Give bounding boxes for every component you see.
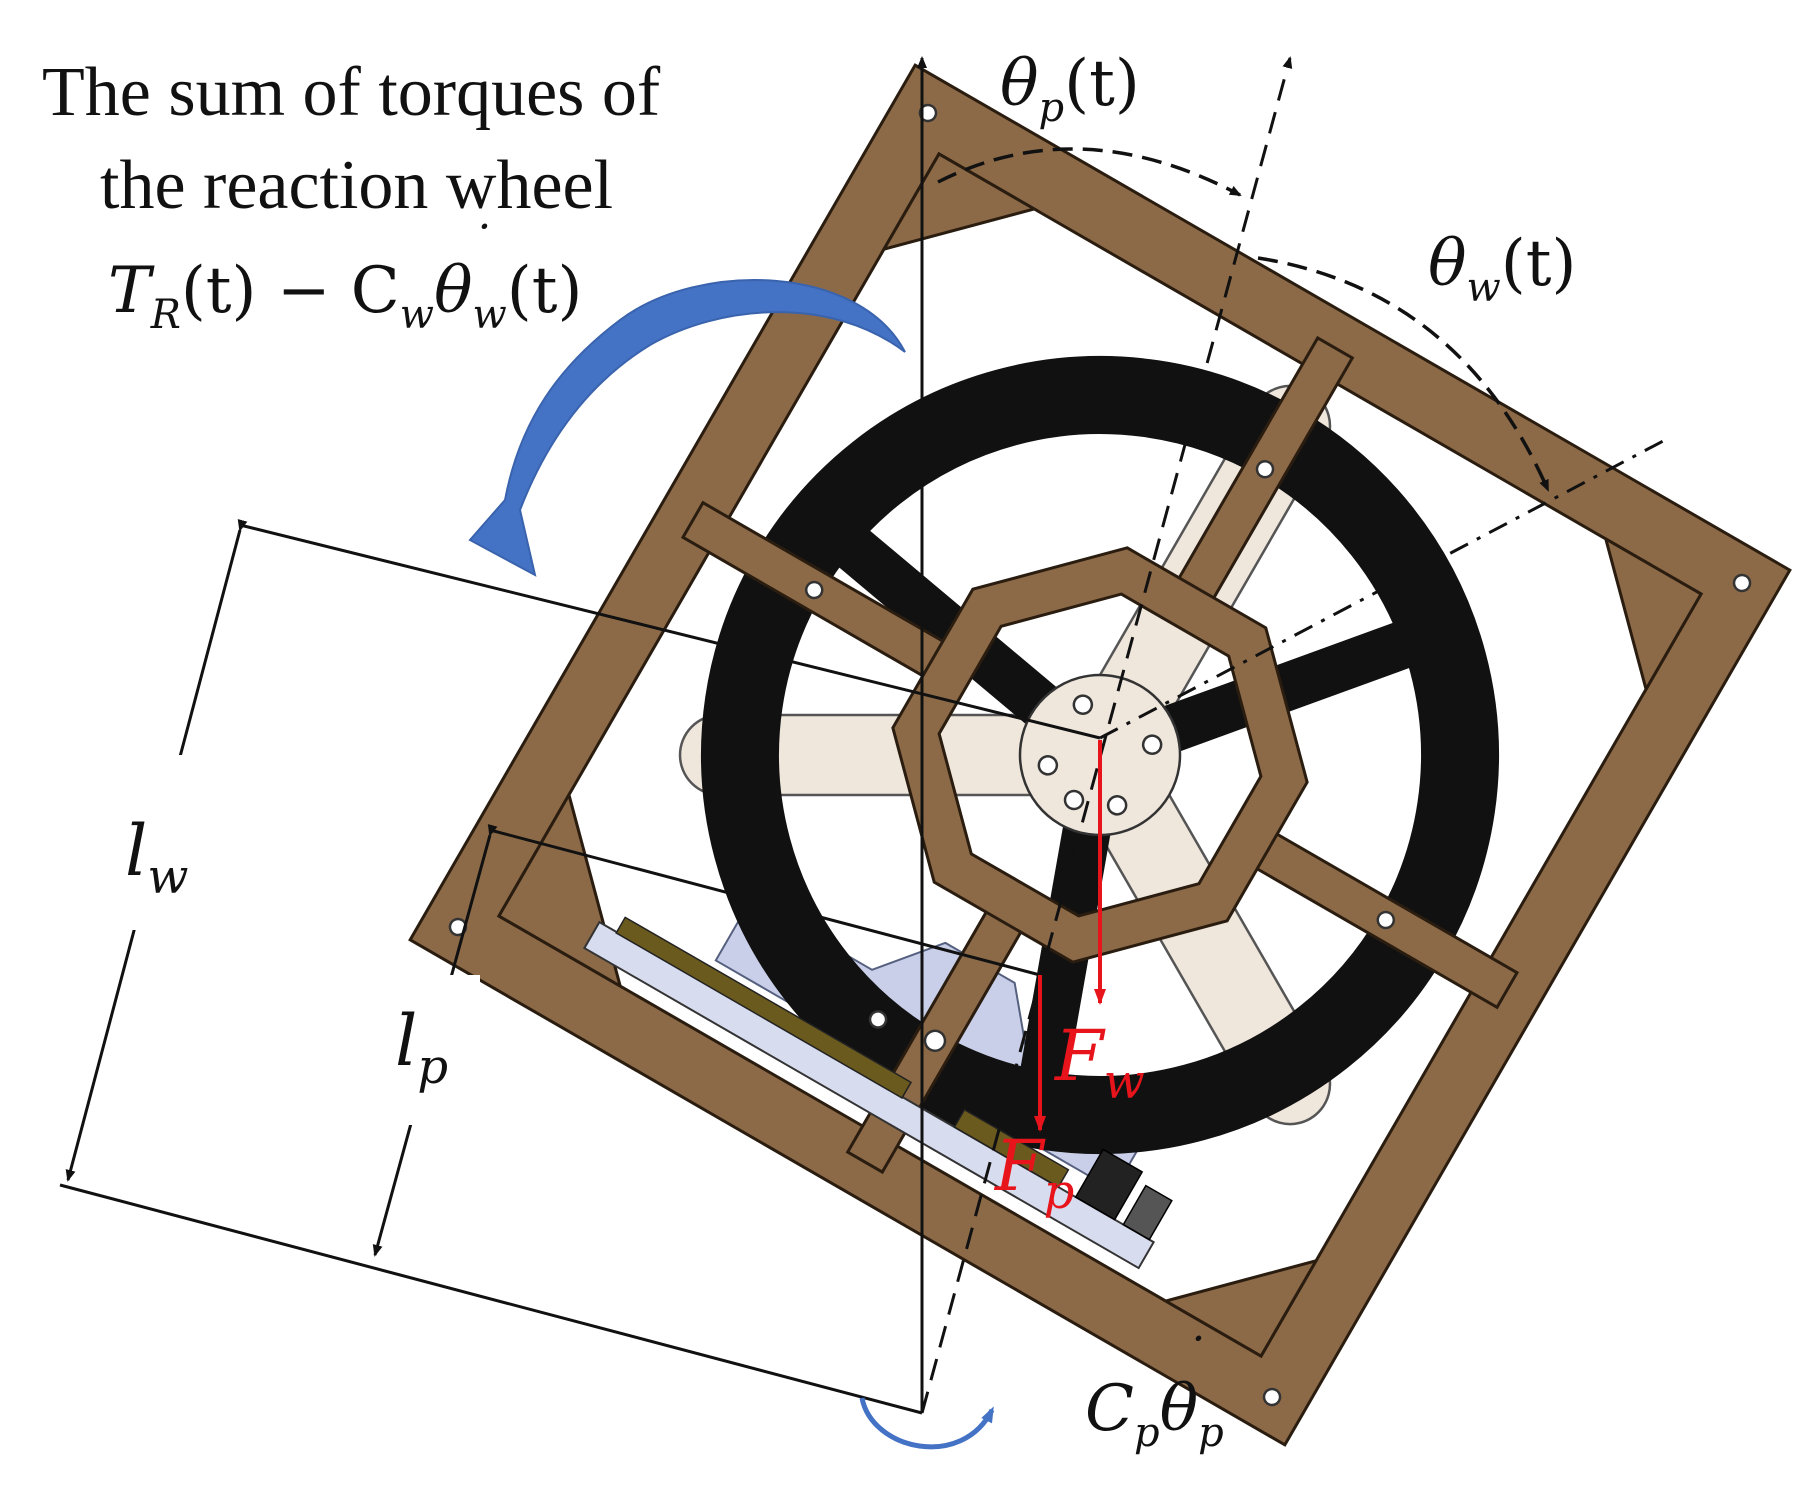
annotation-line-2: the reaction wheel [100, 147, 613, 224]
theta-w-arc [1257, 256, 1550, 492]
reaction-torque-arrow [468, 279, 906, 577]
theta-dot-mark-p: ˙ [1182, 1328, 1206, 1384]
frame-holes [448, 103, 1752, 1407]
theta-p-label: θp(t) [1000, 47, 1140, 131]
theta-w-label: θw(t) [1428, 227, 1576, 311]
annotation-line-1: The sum of torques of [42, 54, 661, 131]
pendulum-axis [920, 56, 1293, 1414]
damping-label: Cpθp [1085, 1372, 1224, 1456]
theta-dot-mark-w: ˙ [468, 216, 492, 272]
force-pendulum-label: Fp [993, 1125, 1074, 1220]
reaction-torque-equation: TR(t) − Cwθw(t) [108, 254, 582, 338]
wheel-angle-reference [1099, 438, 1666, 740]
force-wheel-label: Fw [1053, 1015, 1145, 1110]
pivot-damping-arrow [859, 1397, 995, 1450]
robot-body [408, 63, 1792, 1447]
l-w-label: lw [125, 810, 188, 905]
l-p-label: lp [395, 1000, 448, 1095]
circuit-board [583, 916, 1173, 1270]
theta-p-arc [937, 147, 1242, 197]
hub-bolts [1037, 694, 1163, 816]
